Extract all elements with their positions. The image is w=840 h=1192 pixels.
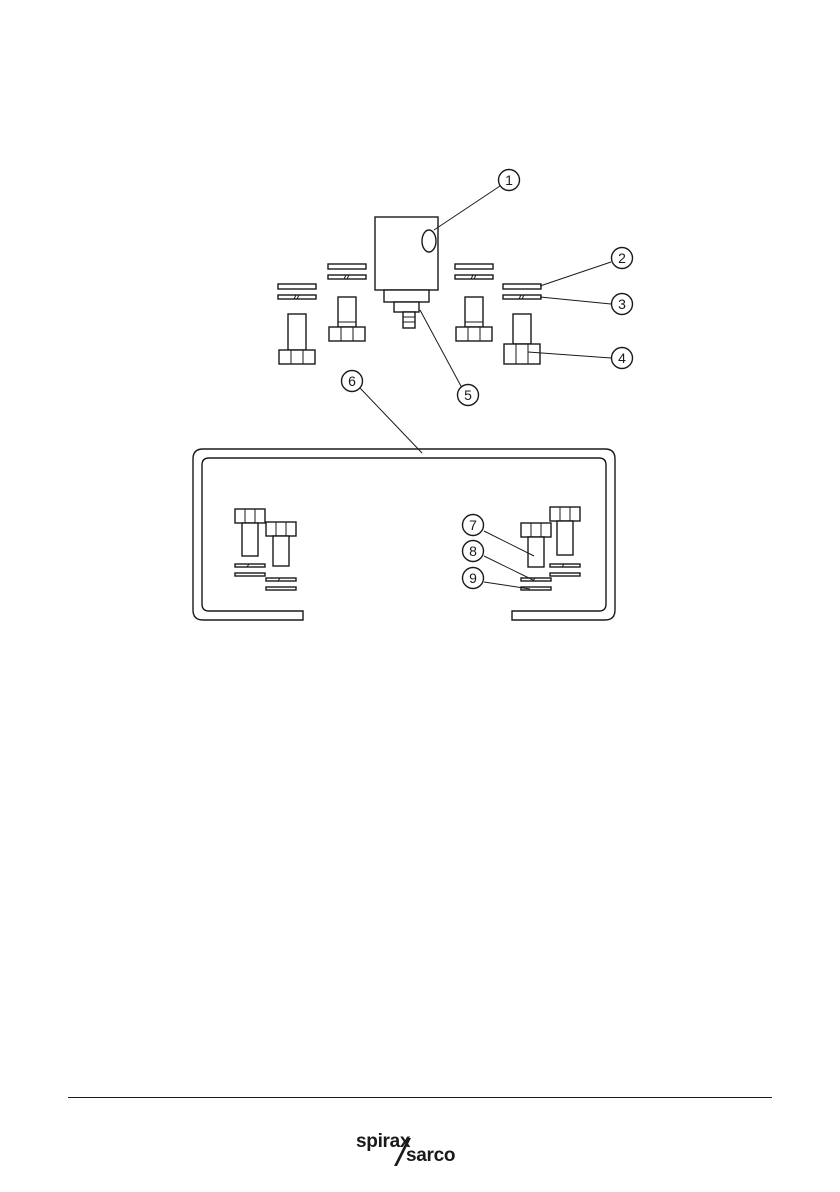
upper-bolt-2: [329, 297, 365, 341]
lower-bolt-1: [235, 509, 265, 556]
callout-label: 8: [469, 543, 477, 559]
callout-label: 3: [618, 296, 626, 312]
callout-3: 3: [612, 294, 633, 315]
callout-9: 9: [463, 568, 484, 589]
callout-label: 1: [505, 172, 513, 188]
body-block: [375, 217, 438, 290]
callout-label: 4: [618, 350, 626, 366]
lower-bolt-3: [521, 523, 551, 567]
callout-label: 6: [348, 373, 356, 389]
callout-5: 5: [458, 385, 479, 406]
spirax-sarco-logo: spirax sarco: [356, 1131, 486, 1171]
upper-bolt-4: [504, 314, 540, 364]
connector: [384, 290, 429, 328]
callout-label: 2: [618, 250, 626, 266]
lower-bolt-2: [266, 522, 296, 566]
callout-4: 4: [612, 348, 633, 369]
callout-label: 5: [464, 387, 472, 403]
callout-1: 1: [499, 170, 520, 191]
logo-word-sarco: sarco: [406, 1145, 455, 1167]
upper-bolt-3: [456, 297, 492, 341]
upper-bolt-1: [279, 314, 315, 364]
callout-label: 9: [469, 570, 477, 586]
lower-bolt-4: [550, 507, 580, 555]
footer-rule: [68, 1097, 772, 1098]
callout-2: 2: [612, 248, 633, 269]
callout-8: 8: [463, 541, 484, 562]
callout-7: 7: [463, 515, 484, 536]
lower-washers: [235, 564, 580, 590]
callout-6: 6: [342, 371, 363, 392]
callout-label: 7: [469, 517, 477, 533]
